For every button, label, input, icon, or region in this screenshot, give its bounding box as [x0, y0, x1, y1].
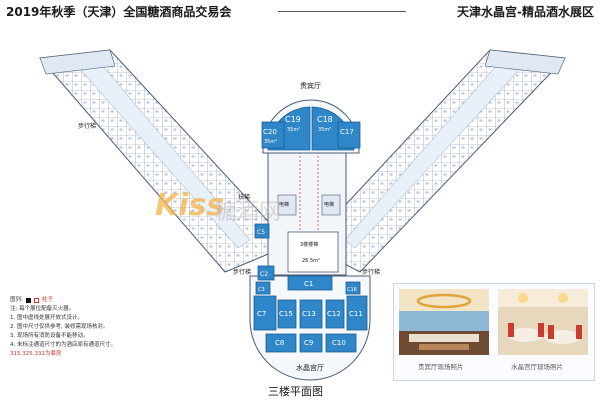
guest-hall	[261, 99, 361, 154]
right-wing	[307, 49, 567, 273]
legend-pillar: 柱子	[41, 297, 53, 303]
booth-c18-label: C18	[317, 115, 333, 124]
booth-c9	[299, 333, 323, 353]
guest-hall-photo	[399, 289, 489, 355]
legend-note: 2. 图中尺寸仅供参考, 装修需现场核对。	[10, 324, 109, 330]
booth-c20-label: C20	[263, 128, 277, 136]
stairs-left-label: 步行梯	[233, 268, 251, 276]
crystal-hall	[249, 223, 371, 381]
legend-label: 图列:	[10, 297, 23, 303]
legend-note: 4. 未标注通道尺寸的为酒店原有通道尺寸。	[10, 342, 116, 348]
booth-c12-label: C12	[327, 310, 341, 318]
booth-c17-label: C17	[340, 128, 354, 136]
booth-c15	[277, 299, 297, 329]
booth-c7	[253, 295, 277, 331]
legend-panel: 图列: 柱子 注: 每个展位配备灭火器。 1. 图中虚线处展开放式设计。 2. …	[10, 296, 125, 359]
booth-c13	[299, 299, 323, 329]
stairs-right-label: 步行梯	[362, 268, 380, 276]
legend-note: 1. 图中虚线处展开放式设计。	[10, 315, 83, 321]
booth-c13-label: C13	[302, 310, 316, 318]
booth-c19-area: 35m²	[287, 127, 300, 133]
brand-watermark: Kiss	[155, 188, 225, 223]
lobby-area-label: 26.5m²	[302, 258, 320, 264]
escalator-label: 扶梯	[238, 193, 250, 201]
crystal-hall-label: 水晶宫厅	[296, 363, 324, 372]
booth-c9-label: C9	[304, 339, 313, 347]
booth-c10-label: C10	[332, 339, 346, 347]
booth-c3-label: C3	[258, 287, 265, 293]
elevator-right-label: 电梯	[324, 201, 334, 208]
elevator-left-label: 电梯	[279, 201, 289, 208]
guest-hall-label: 贵宾厅	[300, 81, 321, 90]
booth-c8	[265, 333, 297, 353]
black-square-icon	[25, 298, 31, 303]
central-core	[267, 134, 347, 276]
left-wing	[39, 49, 291, 273]
booth-c7-label: C7	[257, 310, 266, 318]
booth-c2	[257, 265, 275, 281]
guest-hall-photo-caption: 贵宾厅现场照片	[418, 363, 464, 371]
crystal-hall-photo-caption: 水晶宫厅现场照片	[511, 363, 563, 371]
legend-note: 3. 现场所有消防设备不能移动。	[10, 333, 89, 339]
booth-c10	[325, 333, 357, 353]
booth-c12	[325, 299, 345, 329]
red-square-icon	[33, 298, 39, 303]
booth-c20-area: 35m²	[264, 139, 277, 145]
booth-c17	[337, 121, 361, 149]
booth-c19-label: C19	[285, 115, 301, 124]
booth-c20	[261, 121, 285, 149]
venue-photos: 贵宾厅现场照片 水晶宫厅现场照片	[393, 283, 595, 381]
booth-c11	[346, 295, 368, 331]
booth-c1-label: C1	[304, 280, 313, 288]
venue-title: 天津水晶宫-精品酒水展区	[457, 5, 594, 19]
floor-caption: 三楼平面图	[268, 385, 323, 398]
suite-note: 315.325.331为套房	[10, 351, 62, 357]
title-divider	[278, 11, 406, 12]
booth-c5-label: C5	[257, 229, 265, 236]
expo-title: 2019年秋季（天津）全国糖酒商品交易会	[6, 5, 232, 19]
booth-c2-label: C2	[260, 271, 268, 278]
elevator-lobby-label: 3楼楼梯	[300, 241, 318, 248]
site-watermark: 糖酒网	[215, 200, 282, 225]
legend-note: 注: 每个展位配备灭火器。	[10, 306, 75, 312]
booth-c1	[287, 275, 333, 291]
booth-c11-label: C11	[349, 310, 363, 318]
legend-key-row: 图列: 柱子	[10, 296, 125, 305]
booth-c16	[345, 281, 361, 295]
booth-c3	[255, 281, 271, 295]
booth-c8-label: C8	[275, 339, 284, 347]
booth-c18-area: 35m²	[318, 127, 331, 133]
crystal-hall-photo	[498, 289, 588, 355]
booth-c5	[254, 223, 270, 239]
booth-c15-label: C15	[279, 310, 293, 318]
booth-c16-label: C16	[347, 287, 357, 293]
stairs-left-upper-label: 步行梯	[78, 122, 96, 130]
